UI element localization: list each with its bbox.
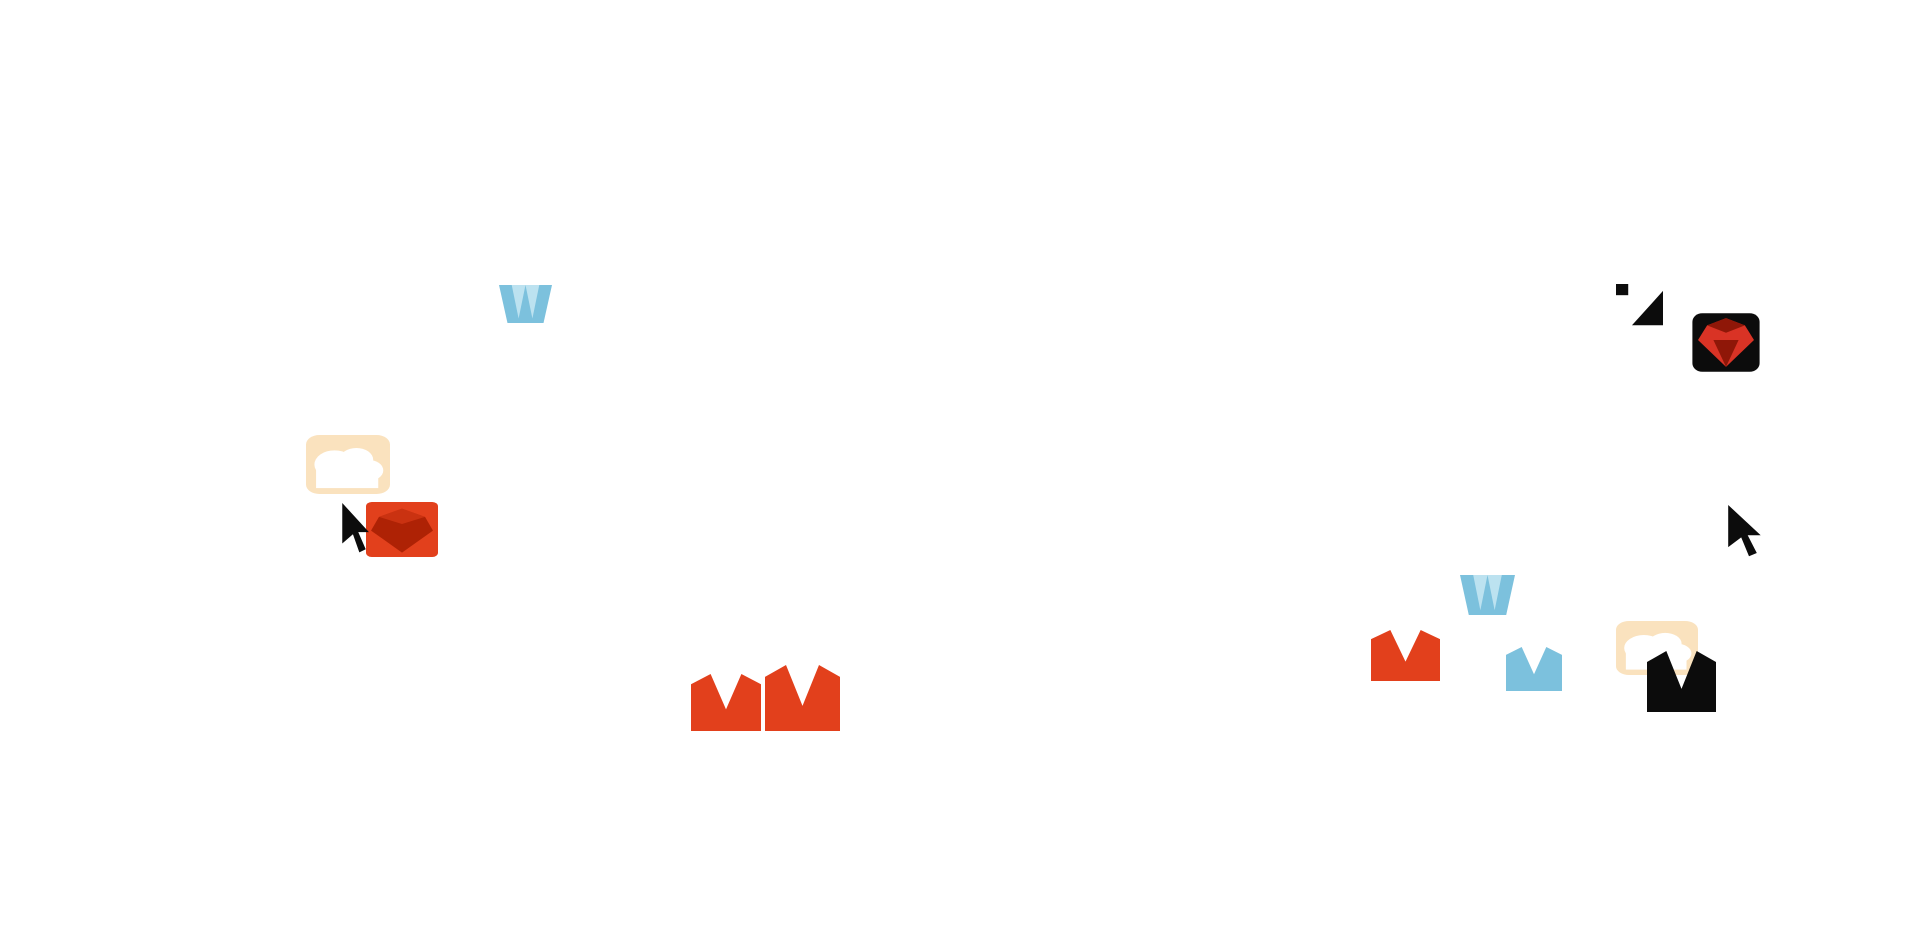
gem-bottom-black-1[interactable] (1647, 651, 1716, 712)
cloud-tile-2-graphic (1616, 621, 1698, 675)
cursor-arrow-1-graphic (342, 503, 369, 553)
gem-bottom-red-2-graphic (691, 674, 761, 731)
cursor-arrow-2 (1723, 505, 1762, 559)
ruby-badge-1-graphic (1692, 313, 1760, 372)
gem-crown-blue-1[interactable] (499, 285, 552, 323)
cursor-click-1-graphic (1616, 284, 1663, 326)
gem-crown-blue-2-graphic (1460, 575, 1515, 615)
gem-bottom-red-1-graphic (1371, 630, 1440, 681)
ruby-badge-1[interactable] (1691, 312, 1761, 373)
gem-bottom-red-1[interactable] (1371, 630, 1440, 681)
cloud-tile-1[interactable] (306, 435, 390, 494)
gem-crown-blue-1-graphic (499, 285, 552, 323)
gem-bottom-black-1-graphic (1647, 651, 1716, 712)
cursor-arrow-2-graphic (1728, 505, 1761, 557)
gem-crown-blue-2[interactable] (1460, 575, 1515, 615)
ruby-tile-1-graphic (366, 502, 438, 557)
cloud-tile-1-graphic (306, 435, 390, 494)
gem-bottom-red-3-graphic (765, 665, 840, 731)
cloud-tile-2[interactable] (1616, 621, 1698, 675)
gem-bottom-red-3[interactable] (765, 665, 840, 731)
cursor-click-1 (1616, 284, 1663, 327)
gem-bottom-red-2[interactable] (691, 674, 761, 731)
gem-bottom-blue-1[interactable] (1506, 647, 1562, 691)
cursor-arrow-1 (338, 503, 370, 555)
ruby-tile-1[interactable] (366, 502, 438, 557)
gem-bottom-blue-1-graphic (1506, 647, 1562, 691)
